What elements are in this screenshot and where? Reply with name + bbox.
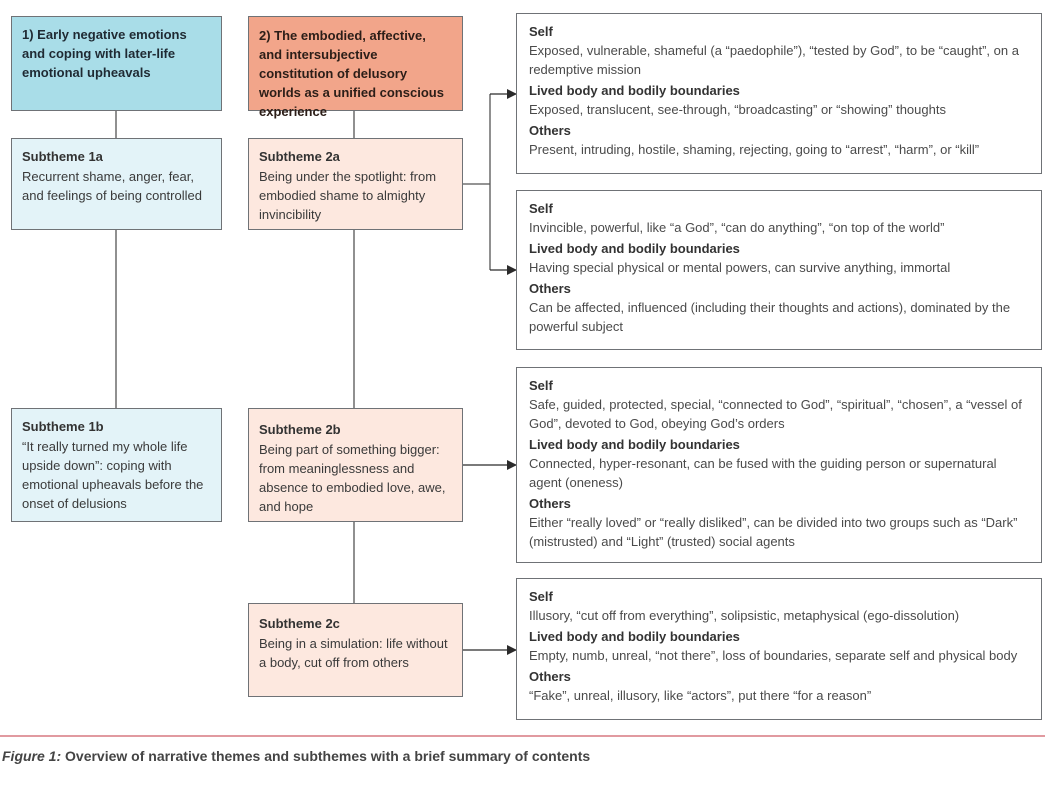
- detail-1-self-text: Exposed, vulnerable, shameful (a “paedop…: [529, 43, 1019, 77]
- detail-4-self-heading: Self: [529, 589, 553, 604]
- detail-box-1: Self Exposed, vulnerable, shameful (a “p…: [516, 13, 1042, 174]
- subtheme-1a-text: Recurrent shame, anger, fear, and feelin…: [22, 169, 202, 203]
- detail-4-others-heading: Others: [529, 669, 571, 684]
- subtheme-1b-label: Subtheme 1b: [22, 419, 104, 434]
- subtheme-2a-box: Subtheme 2a Being under the spotlight: f…: [248, 138, 463, 230]
- detail-4-others-text: “Fake”, unreal, illusory, like “actors”,…: [529, 688, 872, 703]
- detail-1-self-heading: Self: [529, 24, 553, 39]
- detail-3-body-heading: Lived body and bodily boundaries: [529, 437, 740, 452]
- figure-label: Figure 1:: [2, 748, 62, 764]
- detail-box-2: Self Invincible, powerful, like “a God”,…: [516, 190, 1042, 350]
- detail-1-others-text: Present, intruding, hostile, shaming, re…: [529, 142, 980, 157]
- detail-3-others-text: Either “really loved” or “really dislike…: [529, 515, 1018, 549]
- detail-box-4: Self Illusory, “cut off from everything”…: [516, 578, 1042, 720]
- subtheme-2c-box: Subtheme 2c Being in a simulation: life …: [248, 603, 463, 697]
- detail-2-body-text: Having special physical or mental powers…: [529, 260, 951, 275]
- detail-4-body-heading: Lived body and bodily boundaries: [529, 629, 740, 644]
- detail-2-self-text: Invincible, powerful, like “a God”, “can…: [529, 220, 945, 235]
- detail-box-3: Self Safe, guided, protected, special, “…: [516, 367, 1042, 563]
- detail-2-others-text: Can be affected, influenced (including t…: [529, 300, 1011, 334]
- subtheme-2b-box: Subtheme 2b Being part of something bigg…: [248, 408, 463, 522]
- theme2-box: 2) The embodied, affective, and intersub…: [248, 16, 463, 119]
- detail-1-body-text: Exposed, translucent, see-through, “broa…: [529, 102, 946, 117]
- subtheme-2b-text: Being part of something bigger: from mea…: [259, 442, 446, 514]
- detail-1-body-heading: Lived body and bodily boundaries: [529, 83, 740, 98]
- subtheme-1b-text: “It really turned my whole life upside d…: [22, 439, 204, 511]
- detail-3-body-text: Connected, hyper-resonant, can be fused …: [529, 456, 997, 490]
- figure-caption-text: Overview of narrative themes and subthem…: [61, 748, 591, 764]
- theme1-box: 1) Early negative emotions and coping wi…: [11, 16, 222, 111]
- subtheme-2b-label: Subtheme 2b: [259, 422, 341, 437]
- detail-2-others-heading: Others: [529, 281, 571, 296]
- detail-3-self-text: Safe, guided, protected, special, “conne…: [529, 397, 1022, 431]
- detail-1-others-heading: Others: [529, 123, 571, 138]
- subtheme-2a-text: Being under the spotlight: from embodied…: [259, 169, 437, 222]
- subtheme-2c-text: Being in a simulation: life without a bo…: [259, 636, 448, 670]
- theme2-title: 2) The embodied, affective, and intersub…: [259, 28, 444, 119]
- detail-2-self-heading: Self: [529, 201, 553, 216]
- detail-2-body-heading: Lived body and bodily boundaries: [529, 241, 740, 256]
- subtheme-1a-box: Subtheme 1a Recurrent shame, anger, fear…: [11, 138, 222, 230]
- footer-divider: [0, 735, 1045, 737]
- detail-4-self-text: Illusory, “cut off from everything”, sol…: [529, 608, 960, 623]
- subtheme-2a-label: Subtheme 2a: [259, 149, 340, 164]
- figure-caption: Figure 1: Overview of narrative themes a…: [2, 748, 590, 764]
- subtheme-2c-label: Subtheme 2c: [259, 616, 340, 631]
- subtheme-1a-label: Subtheme 1a: [22, 149, 103, 164]
- subtheme-1b-box: Subtheme 1b “It really turned my whole l…: [11, 408, 222, 522]
- theme1-title: 1) Early negative emotions and coping wi…: [22, 27, 187, 80]
- detail-3-self-heading: Self: [529, 378, 553, 393]
- detail-3-others-heading: Others: [529, 496, 571, 511]
- detail-4-body-text: Empty, numb, unreal, “not there”, loss o…: [529, 648, 1018, 663]
